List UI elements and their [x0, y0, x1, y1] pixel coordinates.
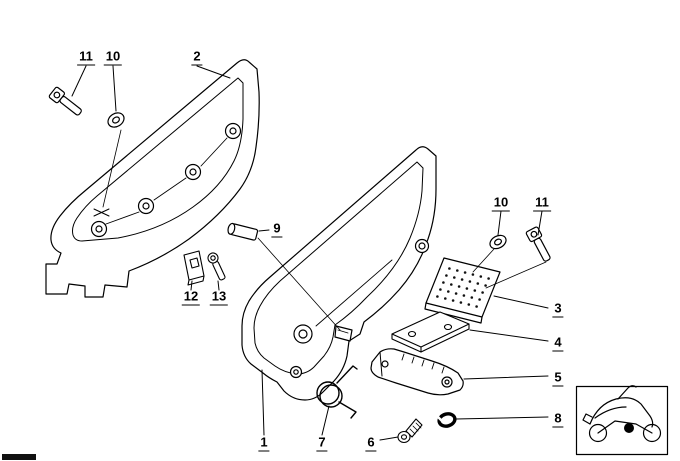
pad-dot-pattern	[436, 267, 490, 308]
leader-8	[455, 416, 549, 420]
callout-8[interactable]: 8	[552, 410, 564, 428]
callout-10-left[interactable]: 10	[103, 48, 123, 66]
leader-12	[190, 280, 193, 291]
leader-3	[493, 295, 549, 309]
part-5-footrest-peg	[370, 348, 464, 396]
callout-5[interactable]: 5	[552, 369, 564, 387]
callout-12[interactable]: 12	[181, 288, 201, 306]
leader-10-right	[497, 210, 502, 236]
callout-13[interactable]: 13	[209, 288, 229, 306]
leader-4	[469, 329, 549, 342]
part-9-pin	[227, 222, 259, 241]
callout-11-right[interactable]: 11	[533, 194, 551, 212]
leader-11-right	[537, 210, 543, 236]
part-12-clip	[183, 250, 205, 286]
leader-9	[258, 229, 270, 232]
corner-mark	[2, 454, 36, 460]
callout-7[interactable]: 7	[316, 434, 328, 452]
part-11-bolt-left	[48, 86, 82, 116]
leader-11-left	[71, 65, 87, 97]
callout-11-left[interactable]: 11	[77, 48, 95, 66]
part-13-screw	[207, 252, 226, 281]
leader-1	[261, 369, 265, 436]
part-2-ribs	[105, 137, 228, 225]
part-2-bosses	[90, 122, 242, 238]
motorcycle-icon	[582, 385, 662, 443]
callout-2[interactable]: 2	[191, 48, 203, 66]
leader-10-left	[112, 65, 117, 112]
leader-2	[196, 65, 231, 79]
part-1-footrest-plate	[241, 146, 437, 401]
part-2-footrest-plate-left	[45, 59, 260, 298]
diagram-thumbnail[interactable]	[575, 385, 669, 456]
callout-4[interactable]: 4	[552, 334, 564, 352]
part-3-rubber-pad	[424, 257, 501, 324]
part-2-clip-detail	[93, 208, 110, 217]
leader-lines	[71, 65, 549, 441]
part-10-washer-right	[489, 234, 507, 250]
leader-5	[463, 375, 549, 380]
callout-1[interactable]: 1	[258, 434, 270, 452]
assembly-lines	[102, 129, 547, 331]
leader-13	[217, 280, 220, 291]
part-8-ring	[437, 412, 457, 428]
part-11-bolt-right	[525, 226, 551, 262]
callout-10-right[interactable]: 10	[491, 194, 511, 212]
leader-6	[379, 436, 399, 441]
location-dot	[624, 423, 634, 433]
part-10-washer-left	[107, 112, 125, 128]
part-5-serrations	[401, 353, 445, 374]
callout-9[interactable]: 9	[271, 220, 283, 238]
callout-6[interactable]: 6	[365, 434, 377, 452]
leader-7	[321, 405, 330, 436]
part-7-spring	[316, 365, 358, 419]
callout-3[interactable]: 3	[552, 300, 564, 318]
part-4-plate	[391, 311, 470, 353]
part-6-bolt	[397, 418, 423, 444]
